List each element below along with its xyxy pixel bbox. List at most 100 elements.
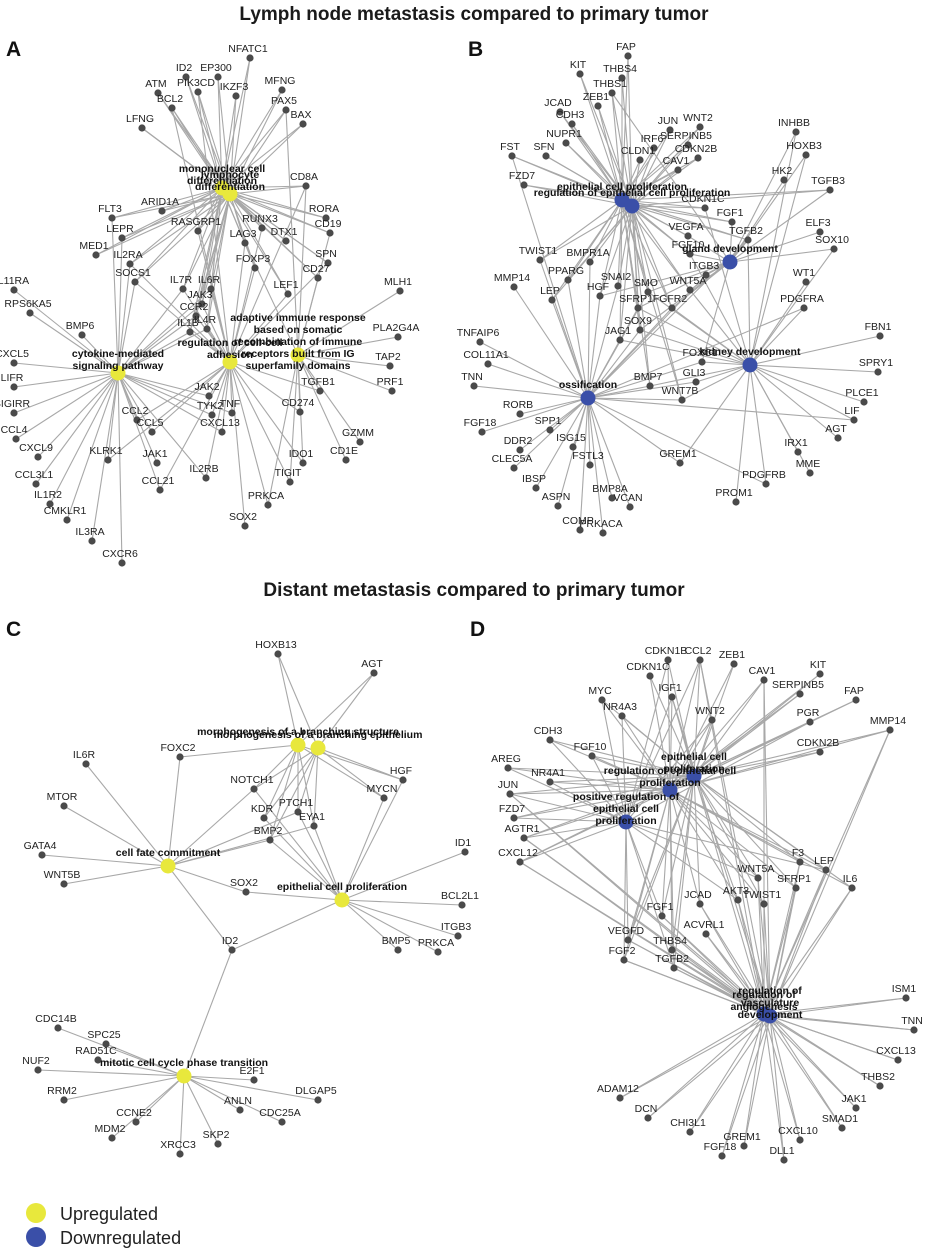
gene-label-cd274: CD274 [282,397,315,409]
gene-label-il7r: IL7R [170,274,193,286]
edge-mmp14-ecp3 [693,729,891,777]
gene-label-agtr1: AGTR1 [504,823,539,835]
gene-label-fzd7: FZD7 [509,170,535,182]
edge-pax5-adapt [285,109,299,356]
gene-label-tgfb2: TGFB2 [729,225,763,237]
term-label-line: differentiation [187,175,257,187]
gene-label-prkca: PRKCA [418,937,454,949]
edge-pparg-ossif [567,279,589,399]
edge-anln-mcc [183,1075,241,1111]
edge-akt3-ra [737,899,765,1015]
edge-bmp7-ossif [587,385,651,399]
gene-label-lef1: LEF1 [273,279,298,291]
edge-jun-rvd [509,793,771,1017]
gene-label-atm: ATM [145,78,166,90]
edge-sfrp1-ra [763,887,797,1015]
gene-label-elf3: ELF3 [805,217,830,229]
gene-node-itgb3 [702,271,710,279]
gene-label-wnt2: WNT2 [695,705,725,717]
gene-node-rps6ka5 [26,309,34,317]
term-label-line: regulation of epithelial cell [604,765,737,777]
edge-foxc2-mbs [179,744,299,758]
gene-node-cdh3 [568,120,576,128]
edge-dll1-rvd [769,1015,785,1161]
gene-node-cdkn1b [664,656,672,664]
edge-socs1-cyto [117,281,136,374]
gene-label-mlh1: MLH1 [384,276,412,288]
gene-label-spry1: SPRY1 [859,357,893,369]
gene-label-agt: AGT [825,423,847,435]
edge-thbs2-rvd [769,1015,881,1087]
edge-twist1-recp [539,205,633,261]
edge-myc-prep [601,699,627,823]
edge-hgf-gland [599,261,731,297]
term-node-rvd [762,1008,778,1024]
edge-pdgfra-kidney [749,307,805,366]
gene-node-ptch1 [294,808,302,816]
term-label-line: positive regulation of [573,791,680,803]
gene-label-il1b: IL1B [177,317,199,329]
gene-node-chi3l1 [686,1128,694,1136]
edge-il3ra-cyto [91,372,119,542]
edge-fgf1-ecp [621,199,733,223]
gene-label-aspn: ASPN [542,491,571,503]
edge-bmp5-ecp2 [341,899,399,951]
term-node-lymph [222,186,238,202]
gene-label-spp1: SPP1 [535,415,562,427]
gene-label-chi3l1: CHI3L1 [670,1117,706,1129]
gene-label-eya1: EYA1 [299,811,325,823]
edge-bmp2-cfc [167,839,271,867]
gene-node-cd27 [314,274,322,282]
gene-node-inhbb [792,128,800,136]
edge-tap2-adapt [297,354,391,367]
gene-label-arid1a: ARID1A [141,196,179,208]
gene-node-lif [850,416,858,424]
term-label-line: morphogenesis of a branching structure [197,726,399,738]
gene-label-grem1: GREM1 [659,448,697,460]
edge-cmklr1-cyto [66,372,119,521]
gene-label-bmp5: BMP5 [382,935,411,947]
gene-label-pparg: PPARG [548,265,584,277]
gene-label-mycn: MYCN [367,783,398,795]
edge-akt3-prep [625,821,739,901]
edge-prom1-kidney [735,364,751,503]
edge-id2-mono [185,76,223,189]
edge-foxp3-reg [229,267,256,363]
gene-node-hoxb13 [274,650,282,658]
gene-label-myc: MYC [588,685,612,697]
edge-ccl4-cyto [15,372,119,440]
edge-agtr1-rvd [523,837,771,1017]
edge-cldn1-recp [631,159,641,207]
gene-node-igf1 [668,693,676,701]
edge-ptch1-cfc [167,811,299,867]
edge-fgf1-ecp3 [661,775,695,917]
gene-node-flt3 [108,214,116,222]
edge-elf3-gland [729,231,821,263]
gene-label-spn: SPN [315,248,337,260]
gene-node-tigit [286,478,294,486]
edge-igf1-rvd [671,696,771,1017]
gene-node-spc25 [102,1040,110,1048]
gene-label-cav1: CAV1 [749,665,776,677]
gene-label-fgf1: FGF1 [647,901,674,913]
edge-rps6ka5-cyto [29,312,119,374]
gene-label-ccl4: CCL4 [1,424,28,436]
gene-label-bmpr1a: BMPR1A [566,247,609,259]
gene-node-cd19 [326,229,334,237]
term-label-line: angiogenesis [730,1001,797,1013]
edge-cxcl10-ra [763,1013,801,1141]
term-node-mbs [290,737,306,753]
gene-label-wnt5b: WNT5B [44,869,81,881]
edge-mmp14-ossif [513,286,589,399]
edge-twist1-ecp [539,199,623,261]
section-title-distant: Distant metastasis compared to primary t… [263,580,685,601]
gene-label-vegfa: VEGFA [668,221,703,233]
edge-klrk1-reg [107,361,231,461]
edge-il6-rvd [769,887,853,1017]
gene-label-kit: KIT [570,59,587,71]
edge-wnt2-ecp3 [693,719,713,777]
gene-node-snai2 [614,282,622,290]
edge-spry1-kidney [749,364,879,373]
gene-label-comp: COMP [562,515,594,527]
edge-cdkn1b-recp3 [667,659,671,791]
